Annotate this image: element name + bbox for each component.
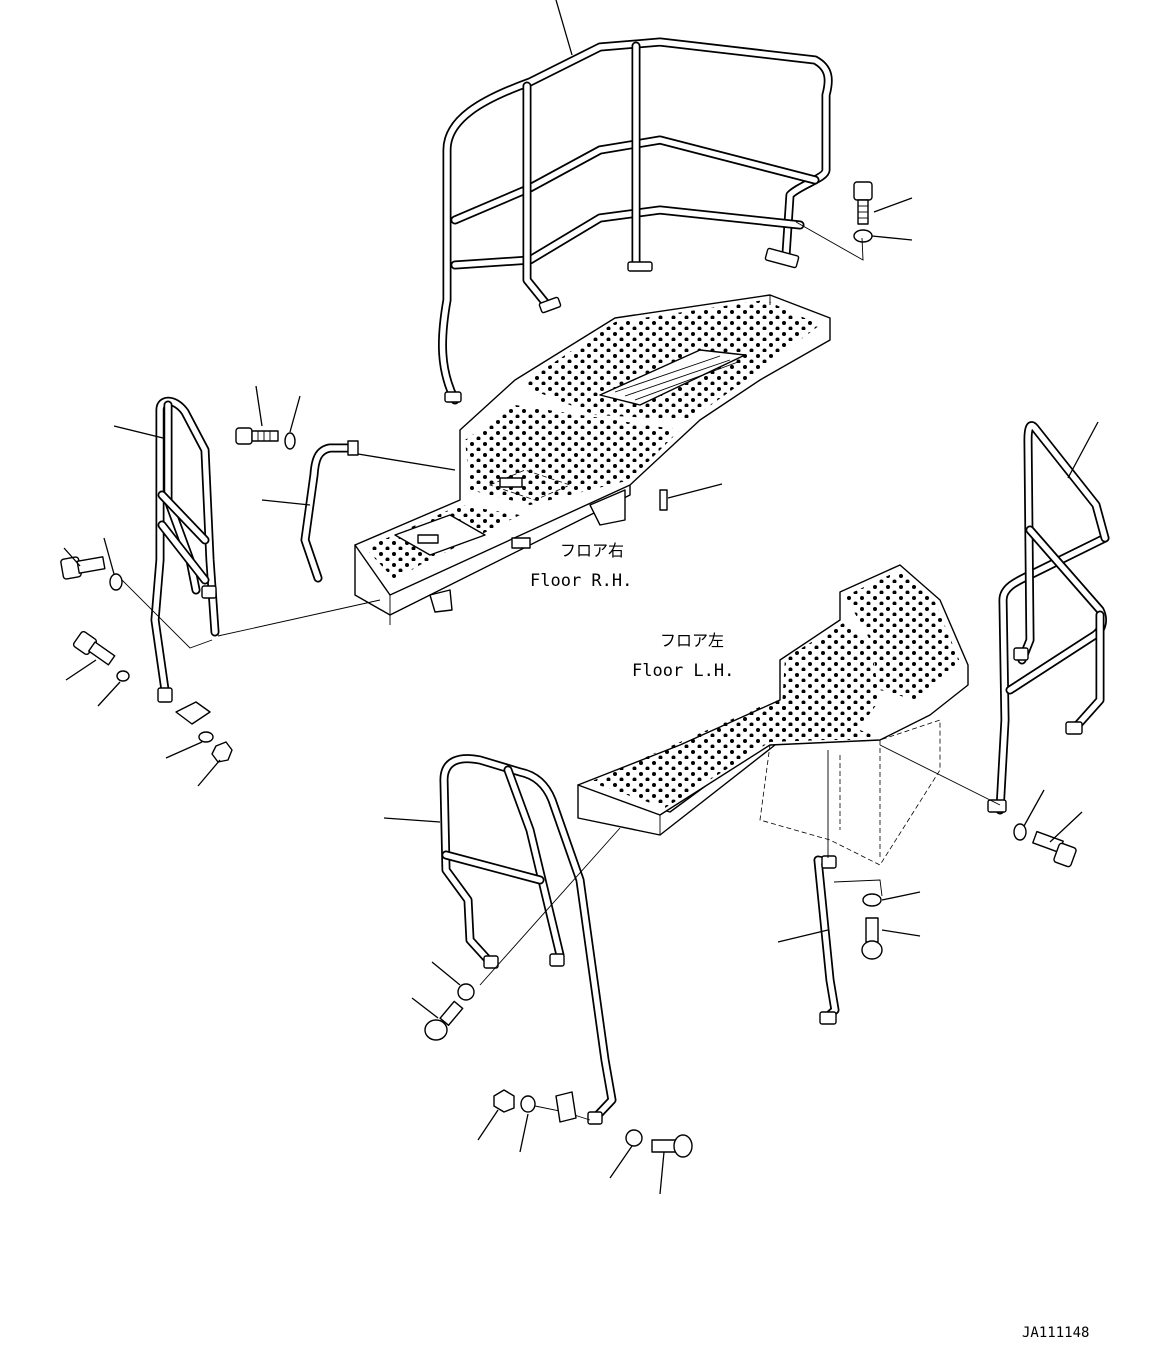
bracket-icon xyxy=(175,701,211,725)
bolt-icon xyxy=(424,1000,464,1041)
floor-rh-label-jp: フロア右 xyxy=(560,541,624,560)
floor-lh-label-jp: フロア左 xyxy=(660,631,724,650)
bolt-icon xyxy=(651,1134,693,1158)
bottom-bar xyxy=(813,855,840,1025)
floor-rh-label-en: Floor R.H. xyxy=(530,571,632,591)
bolt-icon xyxy=(235,427,279,445)
bolt-icon xyxy=(1032,830,1077,868)
left-handrail xyxy=(150,396,220,703)
washer-icon xyxy=(1013,823,1027,841)
bottom-left-handrail xyxy=(439,754,617,1125)
bracket-icon xyxy=(555,1091,577,1123)
washer-icon xyxy=(109,573,123,591)
floor-rh-panel xyxy=(354,294,831,625)
bolt-icon xyxy=(60,556,106,580)
right-handrail xyxy=(987,421,1110,815)
washer-icon xyxy=(198,731,214,743)
washer-icon xyxy=(862,893,882,907)
top-handrail xyxy=(438,37,833,405)
washer-icon xyxy=(625,1129,643,1147)
washer-icon xyxy=(520,1095,536,1113)
washer-icon xyxy=(116,670,130,682)
bolt-icon xyxy=(861,917,883,960)
bolt-icon xyxy=(853,181,873,225)
nut-icon xyxy=(493,1089,515,1113)
floor-lh-label-en: Floor L.H. xyxy=(632,661,734,681)
pin-icon xyxy=(659,489,668,511)
washer-icon xyxy=(284,432,296,450)
washer-icon xyxy=(457,983,475,1001)
bolt-icon xyxy=(72,630,116,666)
figure-id: JA111148 xyxy=(1022,1325,1089,1341)
bent-bar xyxy=(300,440,359,583)
washer-icon xyxy=(853,229,873,243)
floor-lh-panel xyxy=(577,564,969,866)
nut-icon xyxy=(211,741,233,763)
